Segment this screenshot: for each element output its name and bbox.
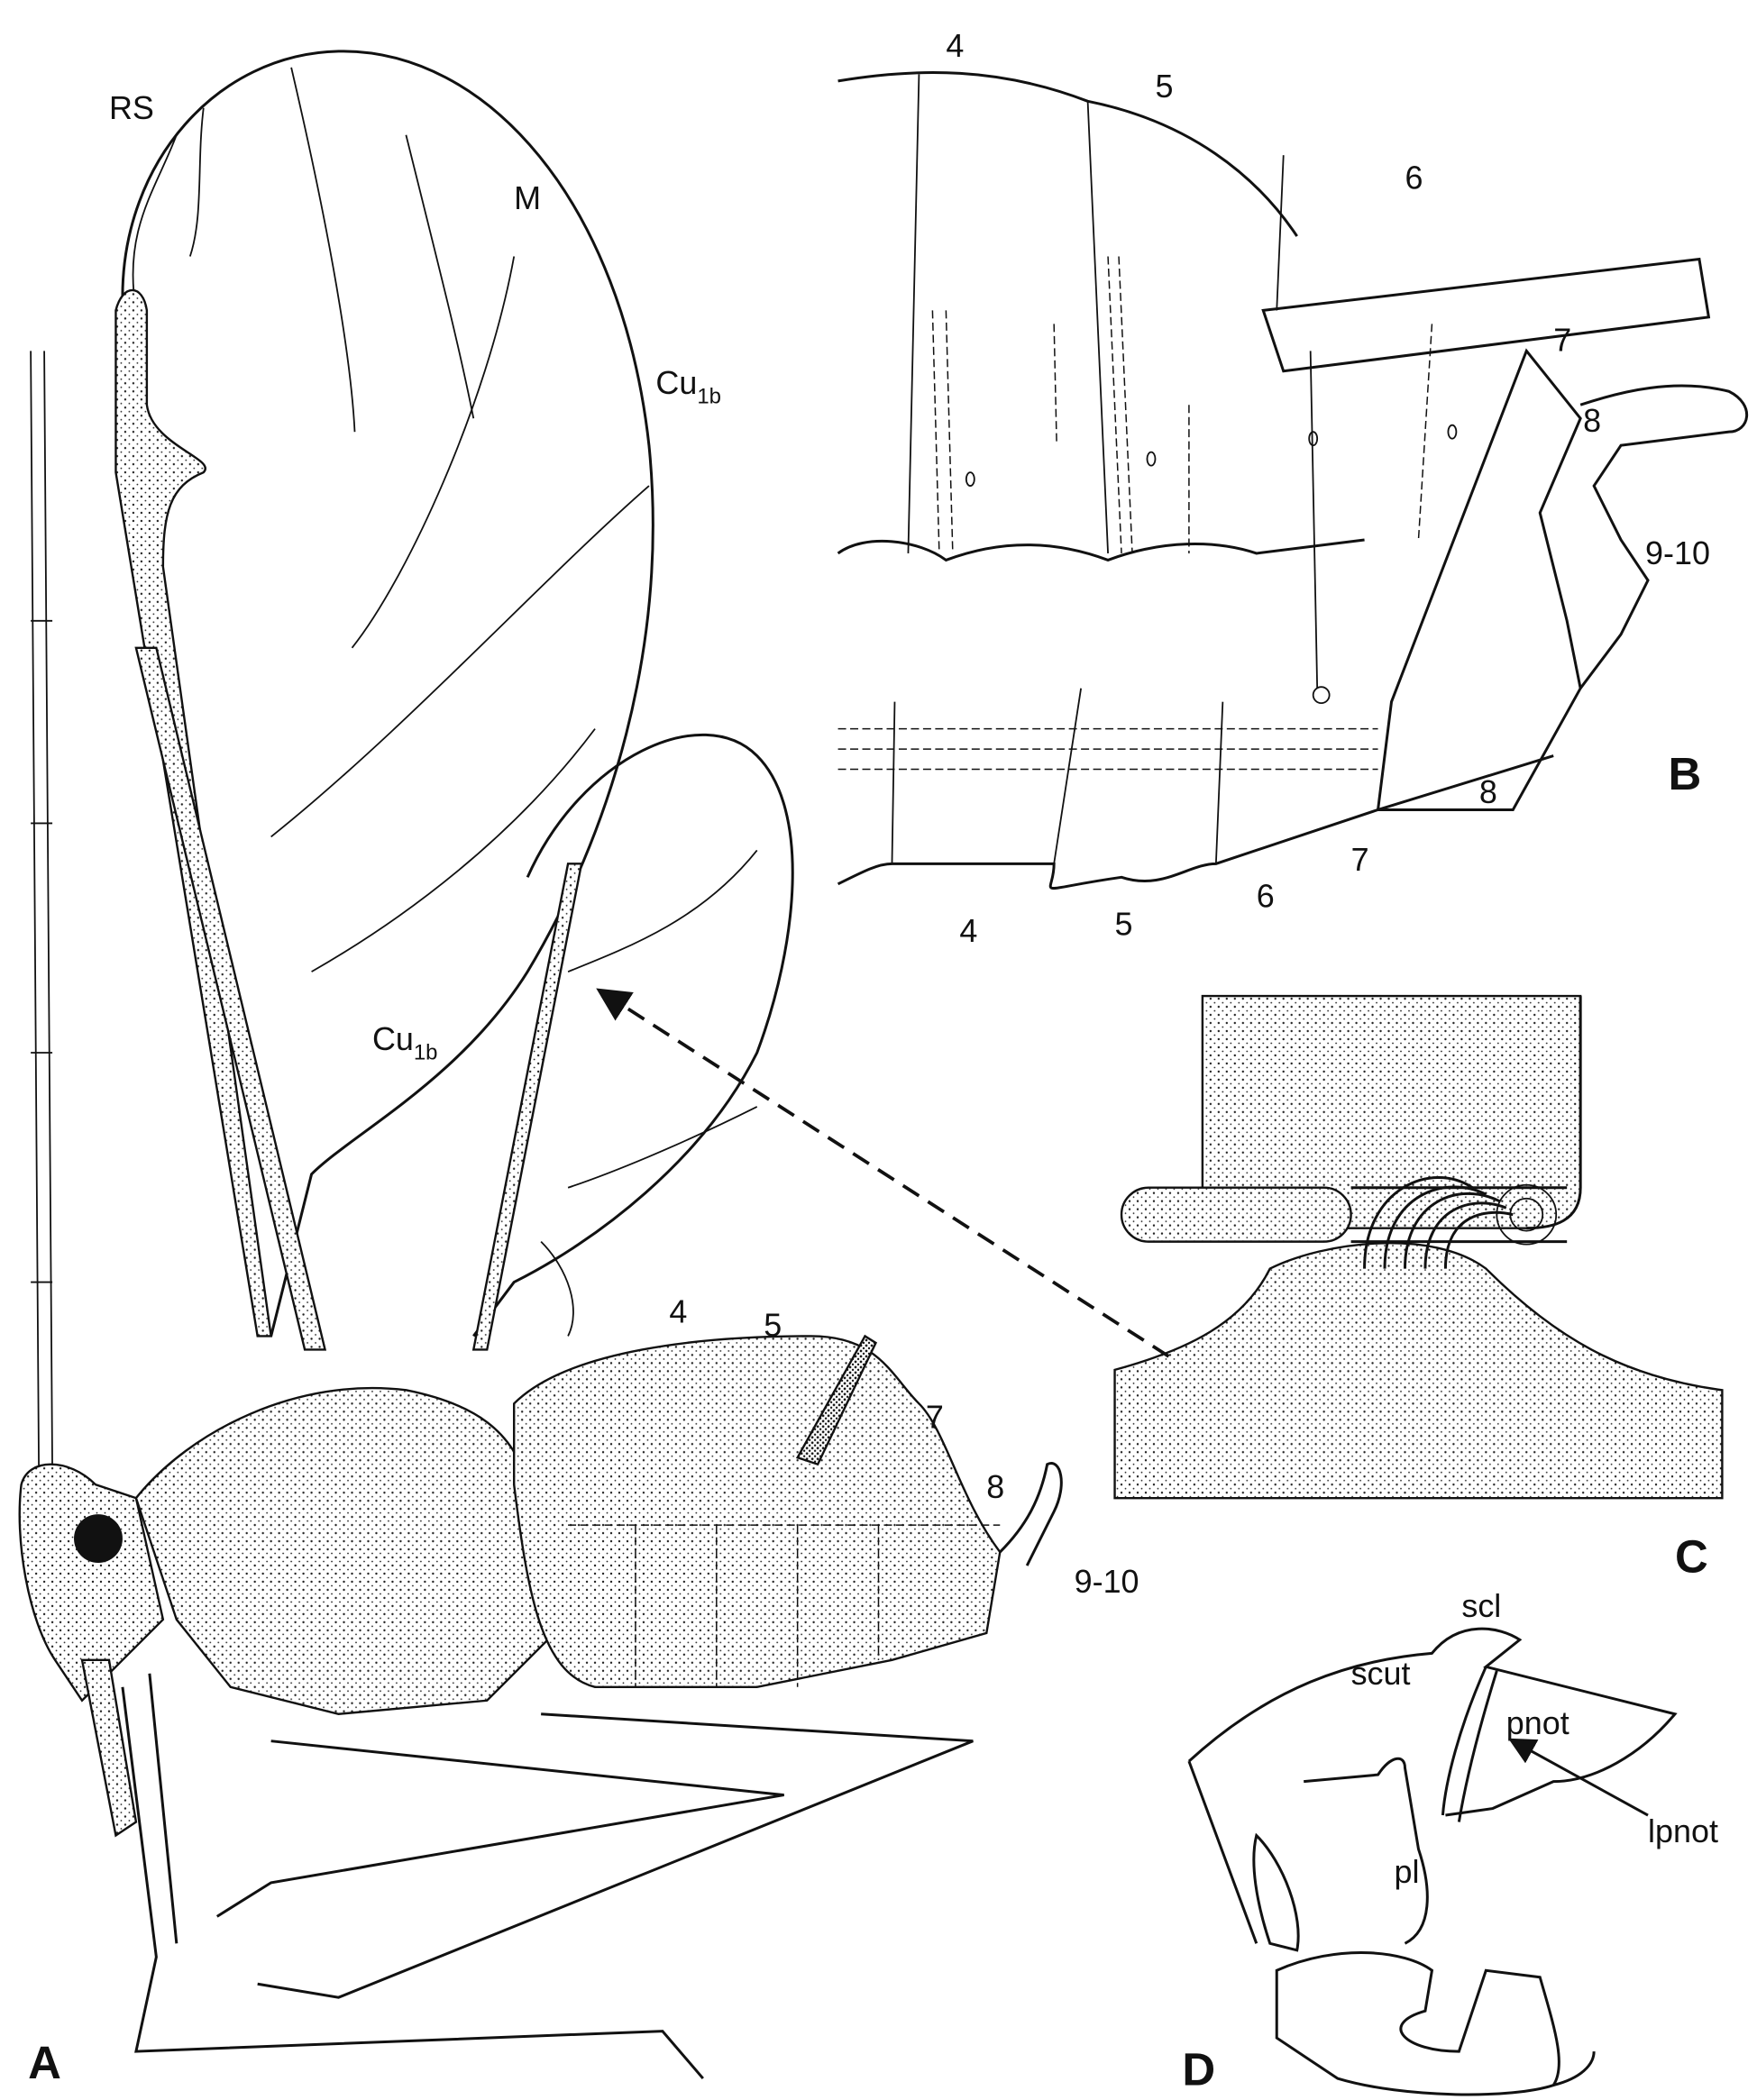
panel-letter-d: D [1182,2044,1215,2095]
thorax [134,1386,570,1715]
cauda [999,1462,1063,1566]
segment-label: 5 [764,1306,782,1343]
vein-label-cu1b-hindwing: Cu1b [372,1020,438,1064]
vein-label-m: M [514,179,541,216]
segment-label: 8 [1583,402,1601,439]
segment-label: 9-10 [1075,1563,1139,1600]
segment-label: 7 [1553,321,1571,358]
panel-letter-b: B [1668,748,1701,799]
hindwing [472,733,794,1338]
label-pl: pl [1395,1853,1420,1890]
label-scut: scut [1351,1655,1411,1692]
head [18,1463,165,1703]
segment-label: 6 [1405,160,1423,196]
panel-letter-c: C [1675,1531,1708,1583]
segment-label: 5 [1155,68,1173,105]
siphunculus [795,1334,878,1466]
panel-a-aphid: RS M Cu1b Cu1b 4 5 7 8 9-10 A [18,50,1139,2088]
vein-label-cu1b-forewing: Cu1b [655,364,721,408]
legs [121,1673,974,2080]
cauda [1579,384,1749,689]
segment-label: 4 [946,27,964,64]
panel-c-hamuli-detail: C [1113,994,1724,1583]
siphunculus [1261,257,1711,373]
segment-label: 6 [1257,877,1275,914]
segment-label: 9-10 [1645,534,1710,571]
label-lpnot: lpnot [1648,1812,1718,1849]
segment-label: 7 [926,1398,944,1435]
vein-label-rs: RS [109,89,154,126]
antenna [30,351,53,1472]
pointer-arrow [596,988,1170,1358]
segment-label: 7 [1351,841,1369,878]
eye [74,1514,123,1564]
rostrum [80,1658,138,1838]
label-pnot: pnot [1506,1704,1569,1741]
segment-label: 8 [986,1468,1004,1505]
segment-label: 4 [959,912,977,949]
segment-label: 5 [1115,906,1133,943]
panel-b-abdomen-detail: 4 5 6 7 8 9-10 4 5 6 7 8 B [837,27,1749,949]
hamuli [1363,1176,1514,1269]
label-scl: scl [1461,1587,1501,1624]
panel-letter-a: A [28,2037,61,2088]
segment-label: 4 [669,1292,687,1329]
lpnot-pointer-arrow [1508,1738,1649,1817]
segment-label: 8 [1479,773,1497,810]
abdomen [512,1335,1002,1688]
panel-d-thorax-sclerites: scl scut pnot pl lpnot D [1182,1587,1718,2096]
forewing [121,50,654,1337]
